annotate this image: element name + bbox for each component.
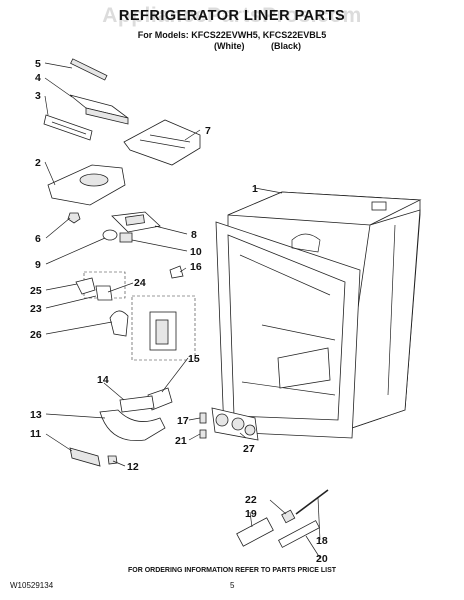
part-14 bbox=[119, 395, 155, 413]
part-2 bbox=[47, 164, 126, 206]
callout-15: 15 bbox=[188, 353, 200, 365]
callout-24: 24 bbox=[134, 277, 146, 289]
part-21 bbox=[199, 429, 207, 439]
part-17 bbox=[199, 412, 207, 424]
callout-5: 5 bbox=[35, 58, 41, 70]
callout-2: 2 bbox=[35, 157, 41, 169]
callout-21: 21 bbox=[175, 435, 187, 447]
models-line: For Models: KFCS22EVWH5, KFCS22EVBL5 bbox=[137, 30, 327, 40]
callout-4: 4 bbox=[35, 72, 41, 84]
part-13 bbox=[99, 409, 166, 442]
part-6 bbox=[67, 212, 81, 224]
refrigerator-liner bbox=[215, 191, 422, 439]
part-8 bbox=[111, 211, 161, 233]
part-3 bbox=[43, 114, 93, 141]
part-10 bbox=[119, 232, 133, 243]
page-title: REFRIGERATOR LINER PARTS bbox=[118, 8, 346, 24]
part-20 bbox=[278, 520, 320, 548]
variant-black: (Black) bbox=[271, 41, 302, 51]
callout-23: 23 bbox=[30, 303, 42, 315]
variant-white: (White) bbox=[214, 41, 245, 51]
part-19 bbox=[236, 517, 274, 547]
callout-16: 16 bbox=[190, 261, 202, 273]
callout-19: 19 bbox=[245, 508, 257, 520]
callout-18: 18 bbox=[316, 535, 328, 547]
callout-22: 22 bbox=[245, 494, 257, 506]
callout-26: 26 bbox=[30, 329, 42, 341]
part-18 bbox=[295, 489, 329, 515]
callout-11: 11 bbox=[30, 428, 41, 440]
part-27 bbox=[211, 407, 259, 441]
part-11 bbox=[69, 447, 101, 467]
part-5 bbox=[70, 58, 108, 81]
callout-27: 27 bbox=[243, 443, 255, 455]
callout-20: 20 bbox=[316, 553, 328, 565]
callout-13: 13 bbox=[30, 409, 42, 421]
callout-3: 3 bbox=[35, 90, 41, 102]
callout-7: 7 bbox=[205, 125, 211, 137]
callout-10: 10 bbox=[190, 246, 202, 258]
dispenser-assembly bbox=[75, 265, 196, 411]
callout-8: 8 bbox=[191, 229, 197, 241]
callout-9: 9 bbox=[35, 259, 41, 271]
leader-lines bbox=[44, 62, 321, 559]
callout-25: 25 bbox=[30, 285, 42, 297]
part-7 bbox=[123, 119, 201, 166]
part-12 bbox=[107, 455, 118, 465]
part-9 bbox=[102, 229, 118, 241]
watermark: AppliancePartsPros.com bbox=[102, 4, 362, 27]
page-number: 5 bbox=[230, 581, 235, 590]
callout-1: 1 bbox=[252, 183, 258, 195]
callout-17: 17 bbox=[177, 415, 189, 427]
part-4 bbox=[69, 94, 129, 125]
callout-6: 6 bbox=[35, 233, 41, 245]
document-number: W10529134 bbox=[10, 581, 54, 590]
callout-12: 12 bbox=[127, 461, 139, 473]
callout-labels: 5 4 3 7 2 6 1 8 9 10 16 25 24 23 26 15 1… bbox=[30, 58, 328, 565]
ordering-note: FOR ORDERING INFORMATION REFER TO PARTS … bbox=[127, 567, 337, 574]
callout-14: 14 bbox=[97, 374, 109, 386]
